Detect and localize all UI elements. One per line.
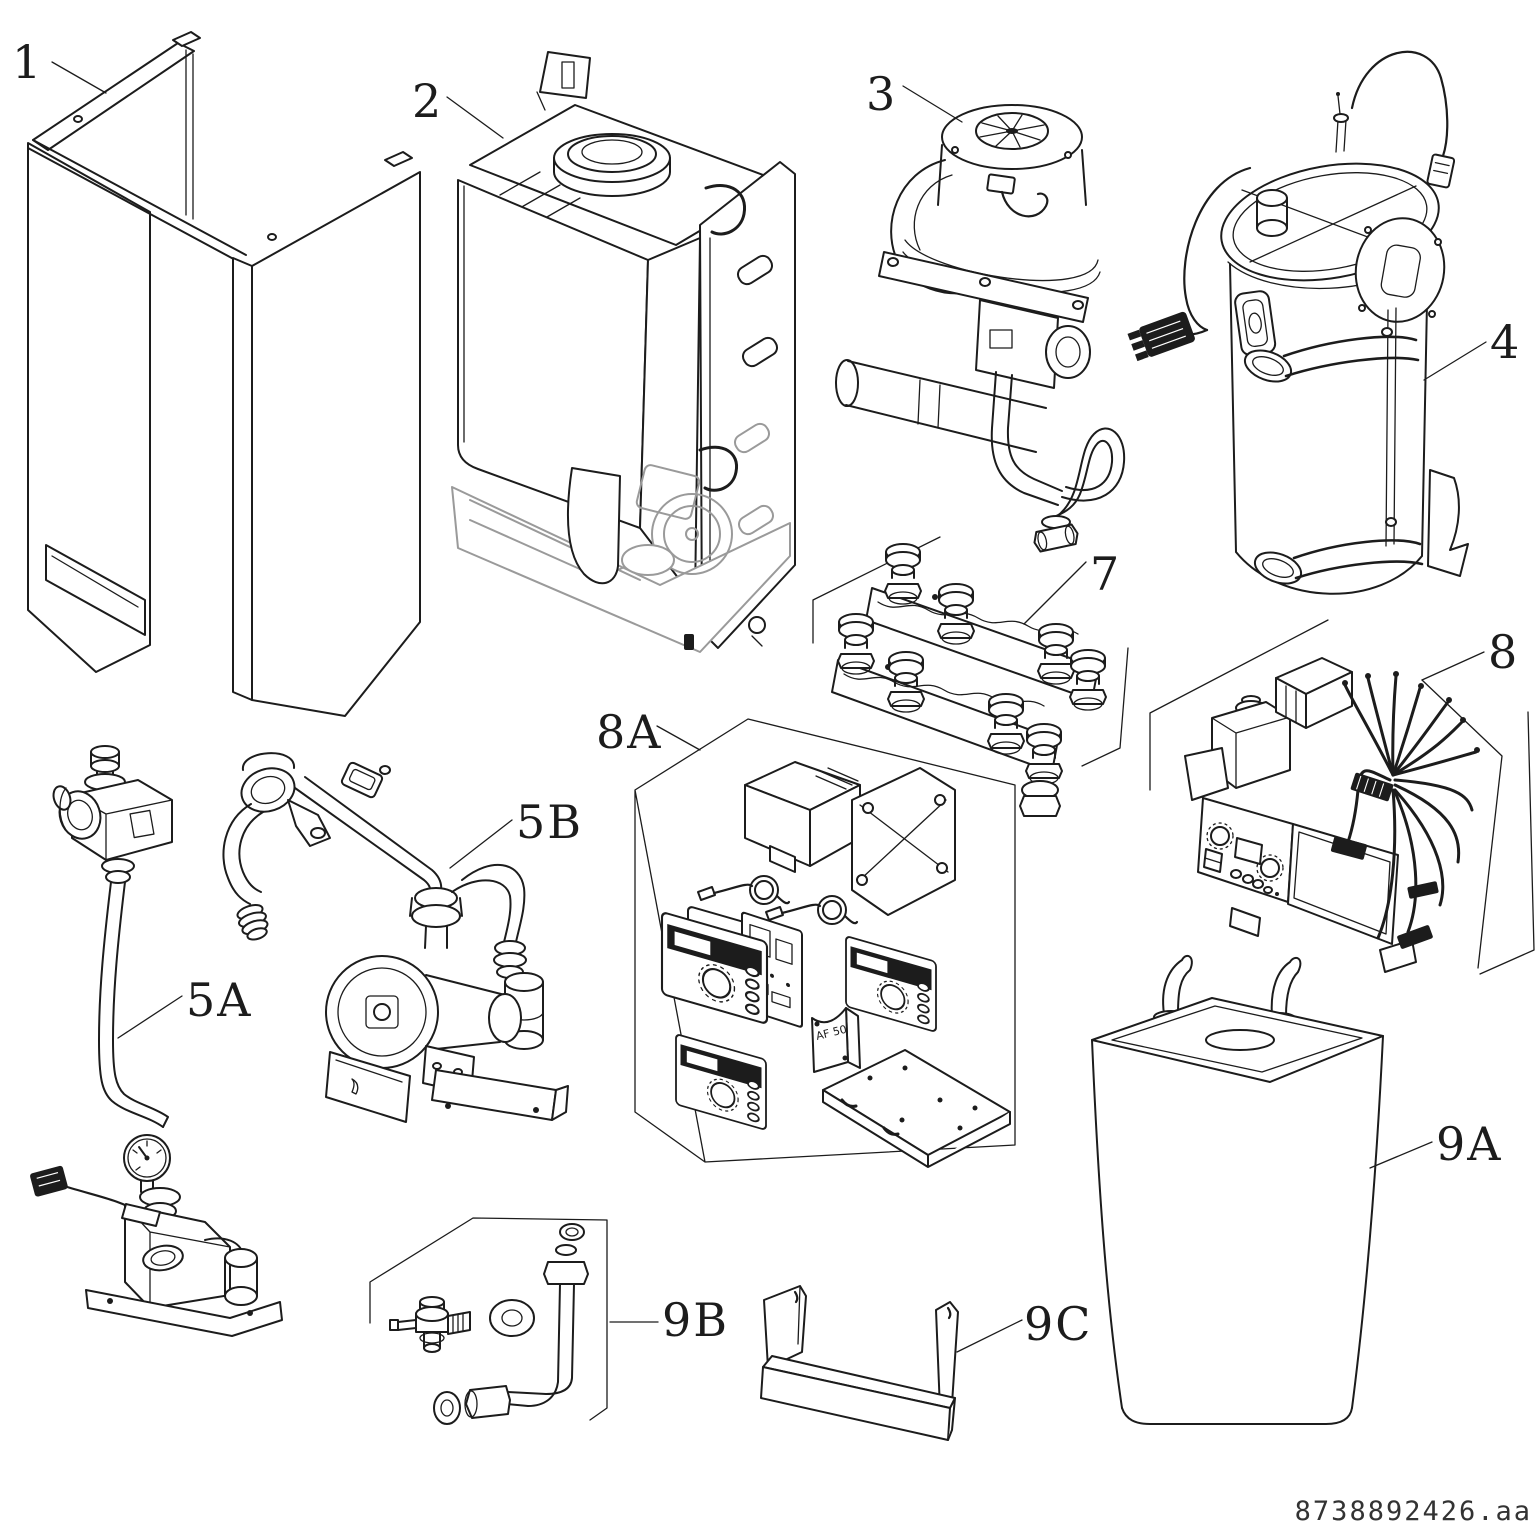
leader-9a	[1369, 1141, 1433, 1169]
callout-5b-label: 5B	[516, 795, 583, 849]
leader-4	[1423, 341, 1487, 381]
callout-4-label: 4	[1490, 315, 1521, 369]
leader-5b	[449, 819, 513, 869]
part-7-connection-fittings	[812, 536, 1129, 817]
part-9b-valve-pipe-kit	[369, 1217, 608, 1425]
leader-5a	[117, 995, 183, 1039]
room-controller	[845, 935, 937, 1033]
callout-8-label: 8	[1488, 625, 1519, 679]
part-5b-pump-group	[222, 752, 569, 1123]
sensor-cable	[697, 875, 791, 905]
wiring-harness	[1330, 671, 1480, 949]
part-4-heat-exchanger	[1127, 50, 1469, 595]
leader-3	[902, 85, 963, 123]
leader-8	[1421, 651, 1485, 681]
part-8-control-unit	[1149, 619, 1535, 975]
fitting	[884, 543, 922, 605]
room-controller	[675, 1033, 767, 1131]
leader-9c	[956, 1319, 1023, 1353]
callout-3-label: 3	[866, 67, 897, 121]
part-9c-bottom-bracket	[760, 1285, 959, 1441]
callout-8a-label: 8A	[596, 705, 663, 759]
part-1-casing-jacket	[27, 31, 421, 717]
three-pin-plug	[1127, 311, 1195, 362]
fitting	[837, 613, 875, 675]
leader-8a	[656, 725, 701, 751]
mounting-plate	[822, 1049, 1011, 1168]
part-9a-tank-jacket	[1091, 954, 1384, 1425]
callouts: 1 2 3 4 5A 5B 7 8 8A 9A 9B 9C	[12, 35, 1521, 1353]
af50-outdoor-sensor: AF 50	[811, 1007, 861, 1073]
callout-9b-label: 9B	[662, 1293, 729, 1347]
callout-7-label: 7	[1090, 547, 1121, 601]
sensor-cable	[765, 895, 859, 925]
callout-2-label: 2	[412, 74, 443, 128]
callout-1-label: 1	[12, 35, 43, 89]
part-3-fan-assembly	[835, 104, 1126, 553]
leader-7	[1023, 561, 1087, 625]
part-5a-valve-pipe-group	[30, 745, 283, 1337]
callout-5a-label: 5A	[186, 973, 253, 1027]
callout-9c-label: 9C	[1024, 1297, 1092, 1351]
document-number: 8738892426.aa	[1295, 1496, 1532, 1527]
callout-9a-label: 9A	[1436, 1117, 1503, 1171]
part-8a-controller-kit: AF 50	[634, 718, 1016, 1168]
leader-1	[51, 61, 107, 94]
part-2-boiler-assembly	[451, 51, 796, 653]
leader-2	[446, 96, 504, 139]
